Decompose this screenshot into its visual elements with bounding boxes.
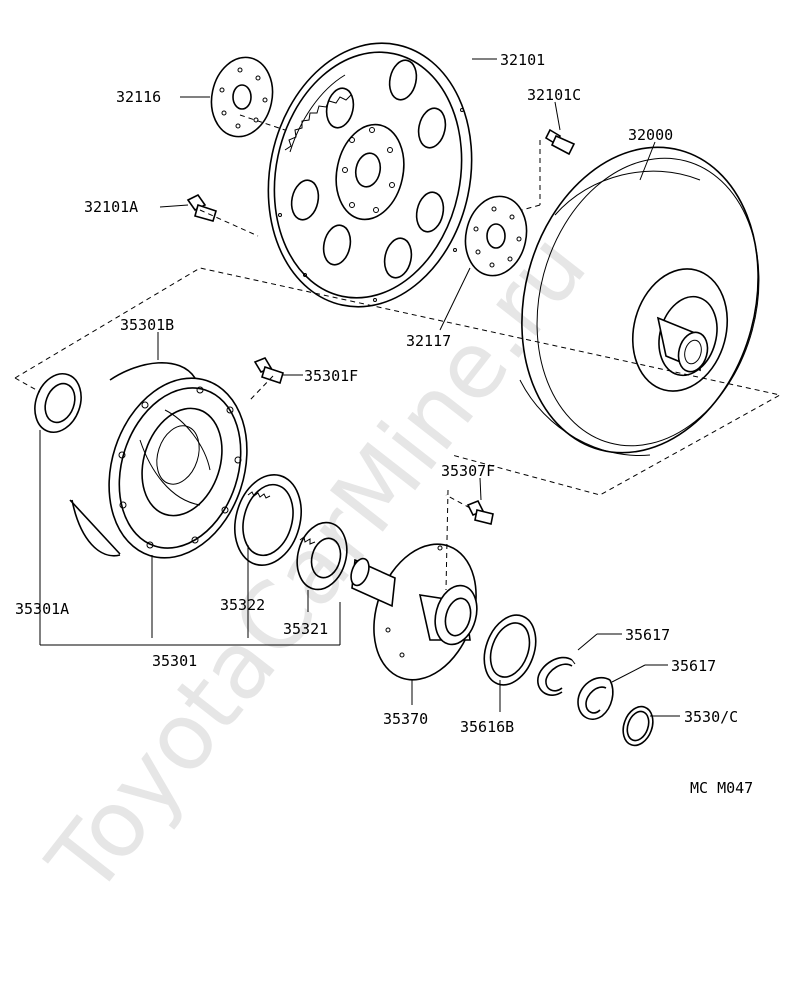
label-35301F: 35301F [304, 367, 358, 385]
label-32101: 32101 [500, 51, 545, 69]
bolt-32101A[interactable] [186, 193, 217, 222]
seal-ring-35617-b[interactable] [577, 677, 614, 720]
assembly-dashed-lines [14, 114, 782, 591]
seal-ring-35617-a[interactable] [537, 656, 576, 696]
driven-gear-35322[interactable] [225, 467, 311, 572]
label-32116: 32116 [116, 88, 161, 106]
label-35617-b: 35617 [671, 657, 716, 675]
oil-seal-35301A[interactable] [27, 367, 89, 438]
label-35301B: 35301B [120, 316, 174, 334]
label-35321: 35321 [283, 620, 328, 638]
diagram-code: MC M047 [690, 779, 753, 797]
label-35370: 35370 [383, 710, 428, 728]
bolt-35307F[interactable] [466, 499, 494, 525]
label-32101C: 32101C [527, 86, 581, 104]
thrust-washer-35616B[interactable] [475, 608, 545, 692]
label-35617-a: 35617 [625, 626, 670, 644]
oil-pump-body-35301B[interactable] [69, 360, 269, 576]
label-32101A: 32101A [84, 198, 138, 216]
label-35301: 35301 [152, 652, 197, 670]
stator-shaft-35370[interactable] [348, 530, 494, 694]
bolt-32101C[interactable] [544, 128, 576, 156]
bolt-35301F[interactable] [253, 357, 284, 385]
drive-plate-32101[interactable] [245, 24, 496, 326]
seal-ring-35307C[interactable] [618, 702, 658, 749]
label-35307C: 3530/C [684, 708, 738, 726]
spacer-plate-32116[interactable] [204, 52, 279, 143]
spacer-plate-32117[interactable] [458, 191, 533, 282]
drive-gear-35321[interactable] [290, 517, 354, 595]
label-35616B: 35616B [460, 718, 514, 736]
label-35301A: 35301A [15, 600, 69, 618]
leader-lines [39, 58, 680, 717]
watermark-text: ToyotaCarMine.ru [27, 214, 607, 914]
label-32117: 32117 [406, 332, 451, 350]
label-32000: 32000 [628, 126, 673, 144]
torque-converter-32000[interactable] [489, 121, 791, 480]
label-35307F: 35307F [441, 462, 495, 480]
label-35322: 35322 [220, 596, 265, 614]
